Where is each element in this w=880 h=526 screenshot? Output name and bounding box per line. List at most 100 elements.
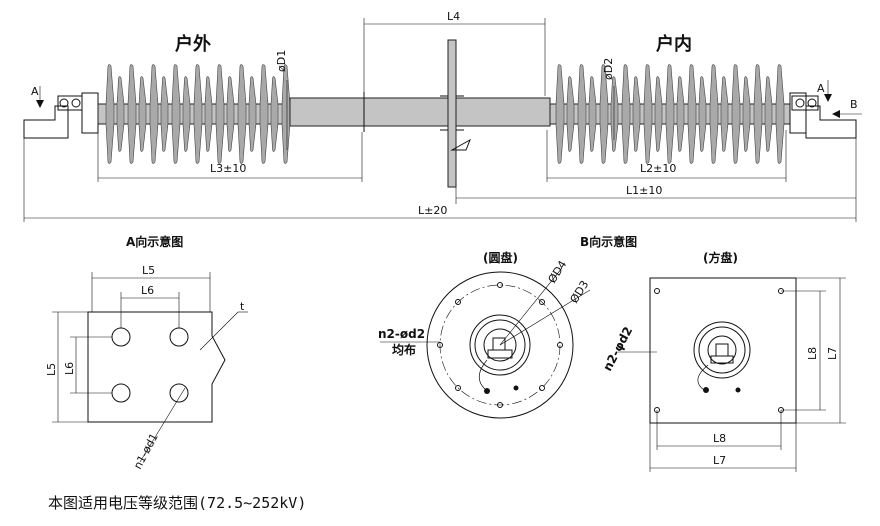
shed: [698, 76, 707, 152]
d4-leader: [499, 267, 563, 346]
l8-bottom-label: L8: [713, 432, 726, 445]
small-bolt: [513, 385, 519, 391]
shed: [687, 64, 697, 164]
hub-inner: [483, 328, 517, 362]
shed: [259, 64, 269, 164]
bushing-elevation: 户外 户内 øD1 øD2 L4 L3±10 L2±10 L1±10 L±20: [23, 10, 862, 222]
d4-label: ØD4: [546, 258, 570, 285]
l3-label: L3±10: [210, 162, 246, 175]
hub-inner: [707, 335, 737, 365]
shed: [588, 76, 597, 152]
view-a: A向示意图 L5 L6 L5 L6 t n1-ød1: [45, 234, 248, 471]
lead-end: [703, 387, 709, 393]
shed: [127, 64, 137, 164]
t-label: t: [240, 300, 245, 313]
left-terminal-plate: [23, 105, 69, 139]
shed: [599, 64, 609, 164]
shed: [621, 64, 631, 164]
outdoor-label: 户外: [175, 33, 211, 55]
shed: [753, 64, 763, 164]
shed: [709, 64, 719, 164]
shed: [215, 64, 225, 164]
shed: [731, 64, 741, 164]
outdoor-sheds: [105, 64, 291, 164]
right-terminal-block: [791, 95, 819, 111]
l2-label: L2±10: [640, 162, 676, 175]
arrow-b-head: [832, 110, 840, 118]
ground-wire: [450, 138, 471, 151]
shed: [204, 76, 213, 152]
arrow-b-label: B: [850, 98, 858, 111]
shed: [270, 76, 279, 152]
l6-left-label: L6: [63, 362, 76, 375]
d1-label: øD1: [275, 50, 288, 72]
left-terminal-bolt: [71, 98, 81, 108]
hole: [111, 327, 131, 347]
shed: [182, 76, 191, 152]
d2-label: øD2: [602, 58, 615, 80]
bolt-hole: [539, 299, 545, 305]
view-b-title: B向示意图: [580, 234, 637, 249]
t-leader: [199, 311, 239, 351]
shed: [138, 76, 147, 152]
flange-neck: [440, 95, 464, 131]
terminal-base: [487, 349, 513, 359]
terminal-clamp: [715, 343, 729, 357]
shed: [116, 76, 125, 152]
shed: [654, 76, 663, 152]
square-plate: [649, 277, 797, 424]
bolt-hole: [455, 299, 461, 305]
bolt-hole: [557, 342, 563, 348]
bolt-hole: [497, 402, 503, 408]
hole: [111, 383, 131, 403]
hole: [169, 327, 189, 347]
l5-top-label: L5: [142, 264, 155, 277]
shed: [632, 76, 641, 152]
arrow-a-right-label: A: [817, 82, 825, 95]
terminal-clamp: [492, 337, 506, 351]
d3-label: ØD3: [568, 278, 592, 305]
round-even-label: 均布: [392, 342, 416, 357]
bolt-hole: [654, 288, 660, 294]
shed: [226, 76, 235, 152]
shed: [237, 64, 247, 164]
bolt-hole: [437, 342, 443, 348]
shed: [105, 64, 115, 164]
shed: [193, 64, 203, 164]
l6-top-label: L6: [141, 284, 154, 297]
hub-ring: [474, 319, 526, 371]
hub-ring: [698, 326, 746, 374]
round-flange: (圆盘) ØD4 ØD3 n2-ød2 均布: [378, 250, 592, 419]
left-terminal-bolt: [59, 98, 69, 108]
mounting-flange: [447, 39, 457, 188]
arrow-a-left-label: A: [31, 85, 39, 98]
shed: [676, 76, 685, 152]
round-holes-label: n2-ød2: [378, 327, 425, 341]
bolt-hole: [497, 282, 503, 288]
bolt-circle: [439, 284, 561, 406]
shed: [171, 64, 181, 164]
l8-right-label: L8: [806, 347, 819, 360]
right-terminal-bolt: [795, 98, 805, 108]
left-end-fitting: [81, 92, 99, 134]
shed: [160, 76, 169, 152]
arrow-a-left-head: [36, 100, 44, 108]
terminal-base: [710, 355, 734, 364]
hole: [169, 383, 189, 403]
terminal-plate-outline: [87, 311, 226, 423]
l7-right-label: L7: [826, 347, 839, 360]
indoor-sheds: [555, 64, 785, 164]
shed: [577, 64, 587, 164]
square-flange-title: (方盘): [703, 250, 738, 265]
hole-label: n1-ød1: [131, 431, 161, 471]
square-flange: (方盘) n2-φd2 L8 L7: [600, 250, 846, 472]
round-flange-title: (圆盘): [483, 250, 518, 265]
d3-leader: [499, 289, 591, 346]
l1-label: L1±10: [626, 184, 662, 197]
l4-label: L4: [447, 10, 460, 23]
left-terminal-block: [57, 95, 83, 111]
hub-outer: [693, 321, 751, 379]
shed: [566, 76, 575, 152]
bolt-hole: [455, 385, 461, 391]
